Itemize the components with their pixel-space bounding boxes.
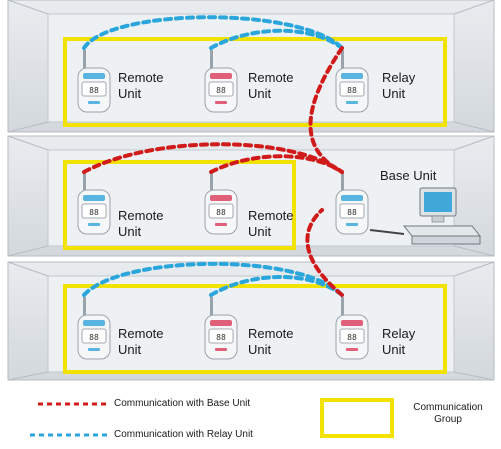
relay-link-top-remote-2	[209, 28, 344, 50]
base-link-mid-remote-1	[82, 142, 344, 174]
group-frame-middle	[63, 160, 296, 250]
legend-group-swatch	[320, 398, 394, 438]
legend-relay-link-label: Communication with Relay Unit	[114, 429, 253, 440]
floor-top	[7, 0, 495, 133]
group-frame-bottom	[63, 284, 447, 374]
computer-cable	[369, 229, 405, 235]
computer-icon	[402, 187, 482, 245]
base-unit-label: Base Unit	[380, 168, 437, 183]
group-frame-top	[63, 37, 447, 127]
relay-link-bot-remote-1	[82, 261, 344, 297]
relay-link-bot-remote-2	[209, 275, 344, 297]
base-link-mid-remote-2	[209, 154, 344, 174]
legend-base-link-label: Communication with Base Unit	[114, 398, 251, 409]
base-link-bot-relay	[305, 208, 344, 297]
relay-link-top-remote-1	[82, 15, 344, 50]
floor-bottom	[7, 261, 495, 381]
